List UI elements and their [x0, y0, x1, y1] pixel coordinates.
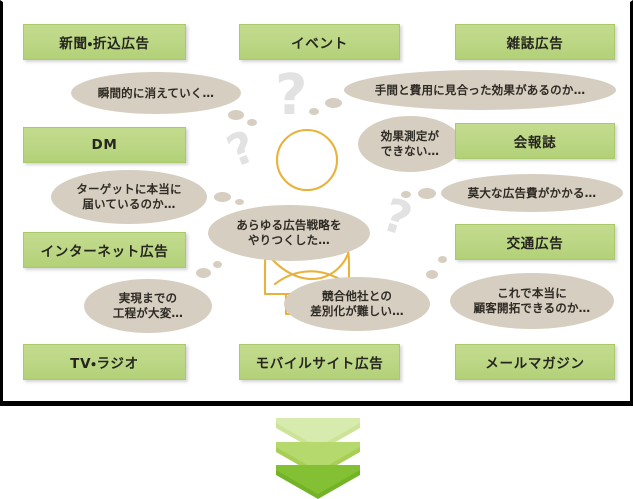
bubble-really-acquire-customers-line-2: 顧客開拓できるのか…	[473, 301, 591, 315]
channel-internet-ads-label: インターネット広告	[40, 244, 169, 260]
bubble-implementation-effort-dot-1	[196, 268, 211, 278]
bubble-reaching-target-text: ターゲットに本当に届いているのか…	[64, 182, 193, 211]
bubble-reaching-target-line-2: 届いているのか…	[82, 197, 176, 211]
bubble-hard-to-differentiate-line-1: 競合他社との	[321, 289, 393, 304]
diagram-panel: ? ? ? 瞬間的に消えていく…	[0, 0, 633, 406]
bubble-hard-to-differentiate-line-2: 差別化が難しい…	[310, 304, 404, 318]
bubble-reaching-target-line-1: ターゲットに本当に	[76, 182, 182, 197]
bubble-cost-effectiveness-line-1: 手間と費用に見合った効果があるのか…	[374, 82, 586, 97]
channel-newspaper-insert-ads[interactable]: 新聞・折込広告	[23, 24, 186, 60]
bubble-really-acquire-customers-line-1: これで本当に	[497, 286, 567, 301]
bubble-implementation-effort: 実現までの工程が大変…	[84, 279, 212, 333]
bubble-really-acquire-customers: これで本当に顧客開拓できるのか…	[450, 273, 614, 329]
channel-mail-magazine-label: メールマガジン	[485, 356, 585, 372]
bubble-tried-everything: あらゆる広告戦略をやりつくした…	[208, 205, 370, 261]
question-mark-layer: ? ? ?	[3, 2, 630, 401]
bubble-fleeting-dot-2	[247, 119, 257, 126]
bubble-no-measurement-text: 効果測定ができない…	[369, 129, 452, 158]
channel-mobile-site-ads[interactable]: モバイルサイト広告	[239, 344, 400, 380]
bubble-tried-everything-text: あらゆる広告戦略をやりつくした…	[224, 218, 353, 247]
bubble-fleeting-dot-1	[228, 110, 244, 120]
channel-internet-ads[interactable]: インターネット広告	[23, 232, 186, 268]
chevron-dark	[276, 465, 360, 499]
channel-magazine-ads[interactable]: 雑誌広告	[455, 24, 615, 60]
bubble-fleeting: 瞬間的に消えていく…	[71, 72, 241, 114]
bubble-hard-to-differentiate-dot-2	[438, 256, 447, 263]
channel-tv-radio-label: TV・ラジオ	[70, 356, 139, 372]
chevron-medium	[276, 442, 360, 476]
bubble-no-measurement: 効果測定ができない…	[358, 116, 462, 172]
channel-mobile-site-ads-label: モバイルサイト広告	[255, 356, 384, 372]
bubble-reaching-target-dot-2	[235, 199, 244, 205]
bubble-cost-effectiveness-dot-1	[325, 98, 342, 108]
channel-direct-mail-label: DM	[91, 137, 118, 153]
bubble-fleeting-line-1: 瞬間的に消えていく…	[97, 85, 215, 100]
bubble-hard-to-differentiate-dot-1	[426, 270, 438, 279]
person-head	[275, 128, 339, 192]
bubble-no-measurement-line-2: できない…	[380, 144, 440, 158]
bubble-tried-everything-line-2: やりつくした…	[247, 233, 330, 247]
bubble-reaching-target-dot-1	[214, 192, 231, 202]
channel-box-layer: 新聞・折込広告 イベント 雑誌広告 DM 会報誌 インターネット広告 交通広告	[3, 2, 630, 401]
bubble-no-measurement-line-1: 効果測定が	[380, 129, 440, 144]
channel-transit-ads-label: 交通広告	[506, 236, 564, 252]
bubble-huge-ad-cost-dot-2	[401, 191, 411, 198]
channel-transit-ads[interactable]: 交通広告	[455, 224, 615, 260]
bubble-implementation-effort-line-1: 実現までの	[118, 291, 178, 306]
bubble-cost-effectiveness-dot-2	[309, 108, 319, 115]
chevron-light	[276, 418, 360, 452]
channel-event-label: イベント	[291, 36, 348, 52]
channel-newspaper-insert-ads-label: 新聞・折込広告	[59, 36, 150, 52]
bubble-huge-ad-cost: 莫大な広告費がかかる…	[441, 174, 623, 212]
bubble-hard-to-differentiate: 競合他社との差別化が難しい…	[284, 277, 430, 331]
bubble-tried-everything-line-1: あらゆる広告戦略を	[236, 218, 342, 233]
bubble-implementation-effort-text: 実現までの工程が大変…	[101, 291, 195, 320]
thought-bubble-layer: 瞬間的に消えていく… 手間と費用に見合った効果があるのか… 効果測定ができない……	[3, 2, 630, 401]
downward-chevron-arrow	[0, 406, 633, 499]
channel-mail-magazine[interactable]: メールマガジン	[455, 344, 615, 380]
channel-event[interactable]: イベント	[239, 24, 400, 60]
channel-newsletter[interactable]: 会報誌	[455, 123, 615, 159]
bubble-implementation-effort-dot-2	[213, 261, 222, 268]
question-mark-top-center: ?	[275, 63, 308, 128]
channel-direct-mail[interactable]: DM	[23, 127, 186, 163]
bubble-huge-ad-cost-line-1: 莫大な広告費がかかる…	[467, 185, 597, 200]
bubble-reaching-target: ターゲットに本当に届いているのか…	[51, 170, 207, 224]
bubble-hard-to-differentiate-text: 競合他社との差別化が難しい…	[298, 289, 416, 318]
bubble-huge-ad-cost-dot-1	[418, 188, 436, 199]
bubble-really-acquire-customers-text: これで本当に顧客開拓できるのか…	[462, 286, 603, 315]
channel-newsletter-label: 会報誌	[513, 135, 557, 151]
bubble-implementation-effort-line-2: 工程が大変…	[112, 306, 184, 320]
channel-tv-radio[interactable]: TV・ラジオ	[23, 344, 186, 380]
person-arm-upper	[267, 252, 350, 280]
bubble-cost-effectiveness: 手間と費用に見合った効果があるのか…	[344, 70, 616, 110]
channel-magazine-ads-label: 雑誌広告	[506, 36, 564, 52]
